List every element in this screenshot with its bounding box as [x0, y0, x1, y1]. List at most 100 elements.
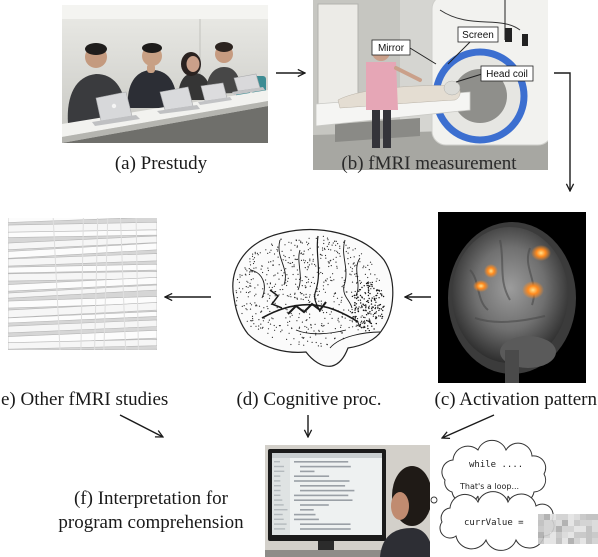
- stipple-dot: [285, 268, 287, 270]
- stipple-dot: [327, 322, 329, 324]
- stipple-dot: [267, 308, 269, 310]
- stipple-dot: [294, 296, 296, 298]
- stipple-dot: [255, 293, 257, 295]
- stipple-dot: [352, 249, 354, 251]
- stipple-dot: [373, 312, 376, 315]
- stipple-dot: [358, 324, 360, 326]
- stipple-dot: [249, 261, 251, 263]
- stipple-dot: [269, 283, 271, 285]
- stipple-dot: [344, 317, 346, 319]
- stipple-dot: [315, 341, 317, 344]
- watermark-cell: [550, 538, 556, 544]
- stipple-dot: [258, 305, 261, 307]
- stipple-dot: [267, 328, 270, 330]
- stipple-dot: [299, 333, 302, 335]
- stipple-dot: [323, 239, 325, 241]
- stipple-dot: [275, 326, 277, 328]
- stipple-dot: [252, 258, 254, 260]
- paper-crease: [52, 218, 61, 350]
- stipple-dot: [354, 273, 356, 275]
- stipple-dot: [371, 309, 373, 311]
- participant-reading-code: [380, 466, 430, 557]
- paper-strip: [8, 348, 157, 350]
- stipple-dot: [356, 282, 358, 284]
- stipple-dot: [290, 312, 292, 315]
- stipple-dot: [322, 325, 324, 327]
- stipple-dot: [363, 298, 365, 300]
- stipple-dot: [253, 323, 255, 325]
- stipple-dot: [352, 316, 354, 318]
- paper-stack-photo: [8, 218, 157, 350]
- stipple-dot: [340, 324, 342, 326]
- watermark-cell: [562, 532, 568, 538]
- stipple-dot: [338, 304, 340, 306]
- stipple-dot: [365, 266, 367, 268]
- stipple-dot: [274, 302, 276, 304]
- stipple-dot: [307, 281, 309, 283]
- caption-interpretation-line-1: (f) Interpretation for: [74, 488, 229, 509]
- watermark-cell: [586, 520, 592, 526]
- stipple-dot: [310, 281, 313, 284]
- stipple-dot: [362, 303, 364, 305]
- stipple-dot: [252, 262, 255, 265]
- stipple-dot: [332, 258, 334, 260]
- stipple-dot: [319, 267, 321, 269]
- thought-bubble-2: currValue =: [439, 491, 555, 551]
- caption-prestudy: (a) Prestudy: [115, 153, 208, 174]
- stipple-dot: [355, 264, 357, 266]
- program-comprehension-photo: [265, 445, 430, 557]
- stipple-dot: [274, 291, 276, 293]
- thought-text-currvalue: currValue =: [464, 518, 524, 528]
- stipple-dot: [287, 277, 289, 279]
- stipple-dot: [271, 317, 273, 319]
- stipple-dot: [335, 256, 337, 258]
- monitor: [268, 449, 386, 557]
- desk-edge: [62, 101, 268, 143]
- prestudy-photo: [62, 5, 268, 143]
- laptop-1: [92, 91, 140, 126]
- watermark-cell: [586, 532, 592, 538]
- stipple-dot: [381, 295, 383, 297]
- stipple-dot: [318, 300, 320, 302]
- stipple-dot: [253, 267, 255, 269]
- caption-fmri-measurement: (b) fMRI measurement: [341, 153, 517, 174]
- stipple-dot: [371, 297, 373, 299]
- stipple-dot: [341, 296, 343, 298]
- stipple-dot: [289, 316, 291, 318]
- stipple-dot: [357, 329, 359, 331]
- stipple-dot: [308, 278, 310, 280]
- watermark-cell: [556, 526, 562, 532]
- activation-spot: [473, 280, 489, 292]
- stipple-dot: [252, 317, 254, 320]
- stipple-dot: [243, 305, 245, 307]
- stipple-dot: [333, 295, 335, 297]
- stipple-dot: [354, 265, 356, 267]
- stipple-dot: [364, 322, 366, 324]
- activation-spot: [484, 264, 498, 278]
- activation-spots: [473, 245, 551, 299]
- stipple-dot: [334, 328, 336, 330]
- stipple-dot: [354, 297, 356, 299]
- stipple-dot: [321, 272, 324, 275]
- watermark-cell: [574, 514, 580, 520]
- stipple-dot: [301, 292, 303, 295]
- stipple-dot: [366, 301, 369, 303]
- stipple-dot: [343, 241, 345, 243]
- file-tree-line: [274, 499, 283, 501]
- stipple-dot: [361, 306, 363, 308]
- stipple-dot: [321, 323, 323, 325]
- stipple-dot: [309, 317, 311, 319]
- stipple-dot: [367, 327, 369, 330]
- stipple-dot: [382, 309, 384, 312]
- stipple-dot: [322, 330, 324, 332]
- stipple-dot: [341, 316, 343, 318]
- stipple-dot: [256, 252, 258, 254]
- stipple-dot: [286, 338, 288, 340]
- stipple-dot: [293, 266, 295, 268]
- stipple-dot: [320, 342, 322, 345]
- stipple-dot: [330, 249, 332, 251]
- stipple-dot: [273, 275, 275, 277]
- stipple-dot: [295, 278, 297, 280]
- stipple-dot: [309, 313, 311, 315]
- stipple-dot: [254, 287, 256, 289]
